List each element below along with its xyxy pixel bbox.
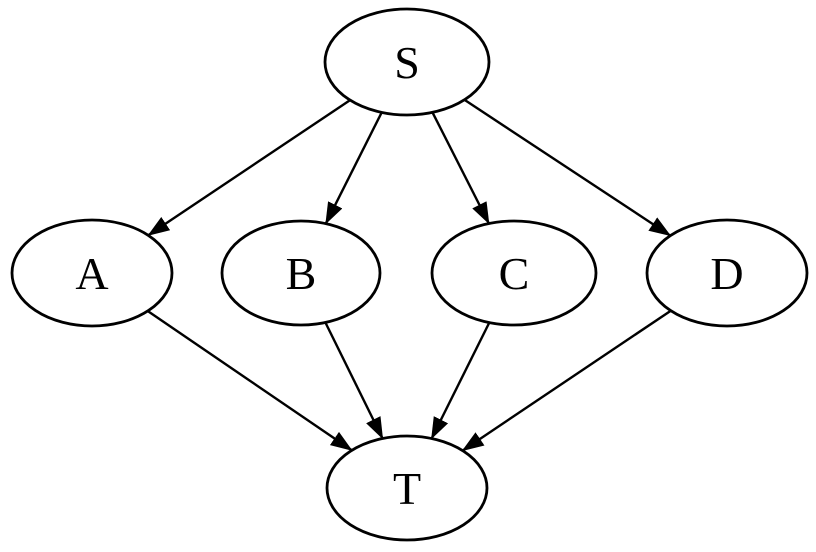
node-S: S — [323, 7, 491, 117]
node-S-ellipse — [323, 7, 491, 117]
node-D-ellipse — [645, 218, 809, 328]
edge-S-C — [431, 111, 490, 225]
node-B-ellipse — [220, 219, 382, 327]
edges-layer — [147, 98, 672, 452]
edge-D-T — [461, 309, 672, 452]
node-A: A — [10, 218, 174, 328]
node-T-ellipse — [325, 434, 489, 542]
node-T: T — [325, 434, 489, 542]
node-D: D — [645, 218, 809, 328]
node-C-label: C — [499, 248, 530, 299]
node-B-label: B — [286, 248, 317, 299]
edge-S-D — [463, 98, 672, 237]
node-S-label: S — [394, 37, 420, 88]
nodes-layer: S A B C D T — [10, 7, 809, 542]
node-B: B — [220, 219, 382, 327]
node-T-label: T — [393, 463, 421, 514]
edge-A-T — [147, 310, 353, 452]
edge-S-B — [324, 111, 383, 225]
edge-B-T — [324, 321, 384, 440]
node-A-label: A — [75, 248, 108, 299]
node-D-label: D — [710, 248, 743, 299]
node-C: C — [430, 219, 598, 327]
edge-S-A — [147, 99, 351, 237]
node-C-ellipse — [430, 219, 598, 327]
edge-C-T — [430, 322, 491, 440]
node-A-ellipse — [10, 218, 174, 328]
